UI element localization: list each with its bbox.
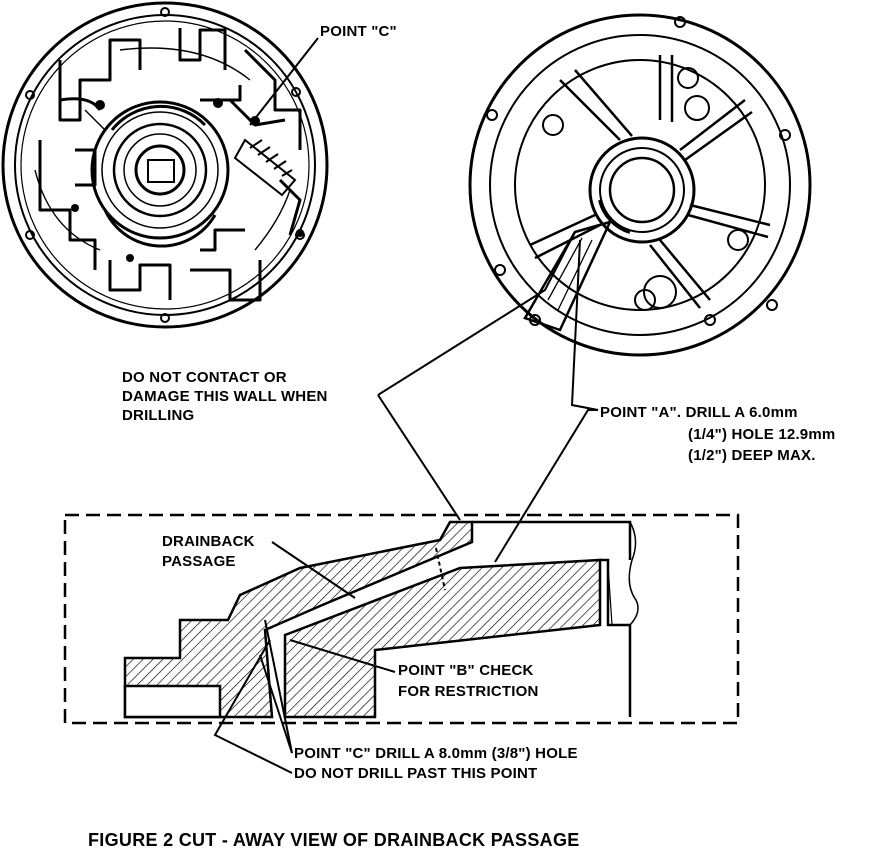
point-a-line-1: POINT "A". DRILL A 6.0mm [600, 404, 798, 421]
do-not-contact-line-3: DRILLING [122, 407, 195, 424]
leader-lines [213, 37, 599, 774]
point-c-top-label: POINT "C" [320, 23, 397, 40]
point-a-line-3: (1/2") DEEP MAX. [688, 447, 816, 464]
point-c-bottom-line-1: POINT "C" DRILL A 8.0mm (3/8") HOLE [294, 745, 578, 762]
drainback-line-1: DRAINBACK [162, 533, 255, 550]
point-a-line-2: (1/4") HOLE 12.9mm [688, 426, 836, 443]
point-b-line-1: POINT "B" CHECK [398, 662, 534, 679]
drainback-line-2: PASSAGE [162, 553, 236, 570]
do-not-contact-line-1: DO NOT CONTACT OR [122, 369, 287, 386]
point-c-bottom-line-2: DO NOT DRILL PAST THIS POINT [294, 765, 538, 782]
do-not-contact-line-2: DAMAGE THIS WALL WHEN [122, 388, 328, 405]
pump-body-rear-view [468, 13, 812, 357]
point-b-line-2: FOR RESTRICTION [398, 683, 539, 700]
cross-section-view [63, 513, 740, 725]
pump-body-front-view [1, 1, 329, 329]
figure-caption: FIGURE 2 CUT - AWAY VIEW OF DRAINBACK PA… [88, 830, 580, 850]
